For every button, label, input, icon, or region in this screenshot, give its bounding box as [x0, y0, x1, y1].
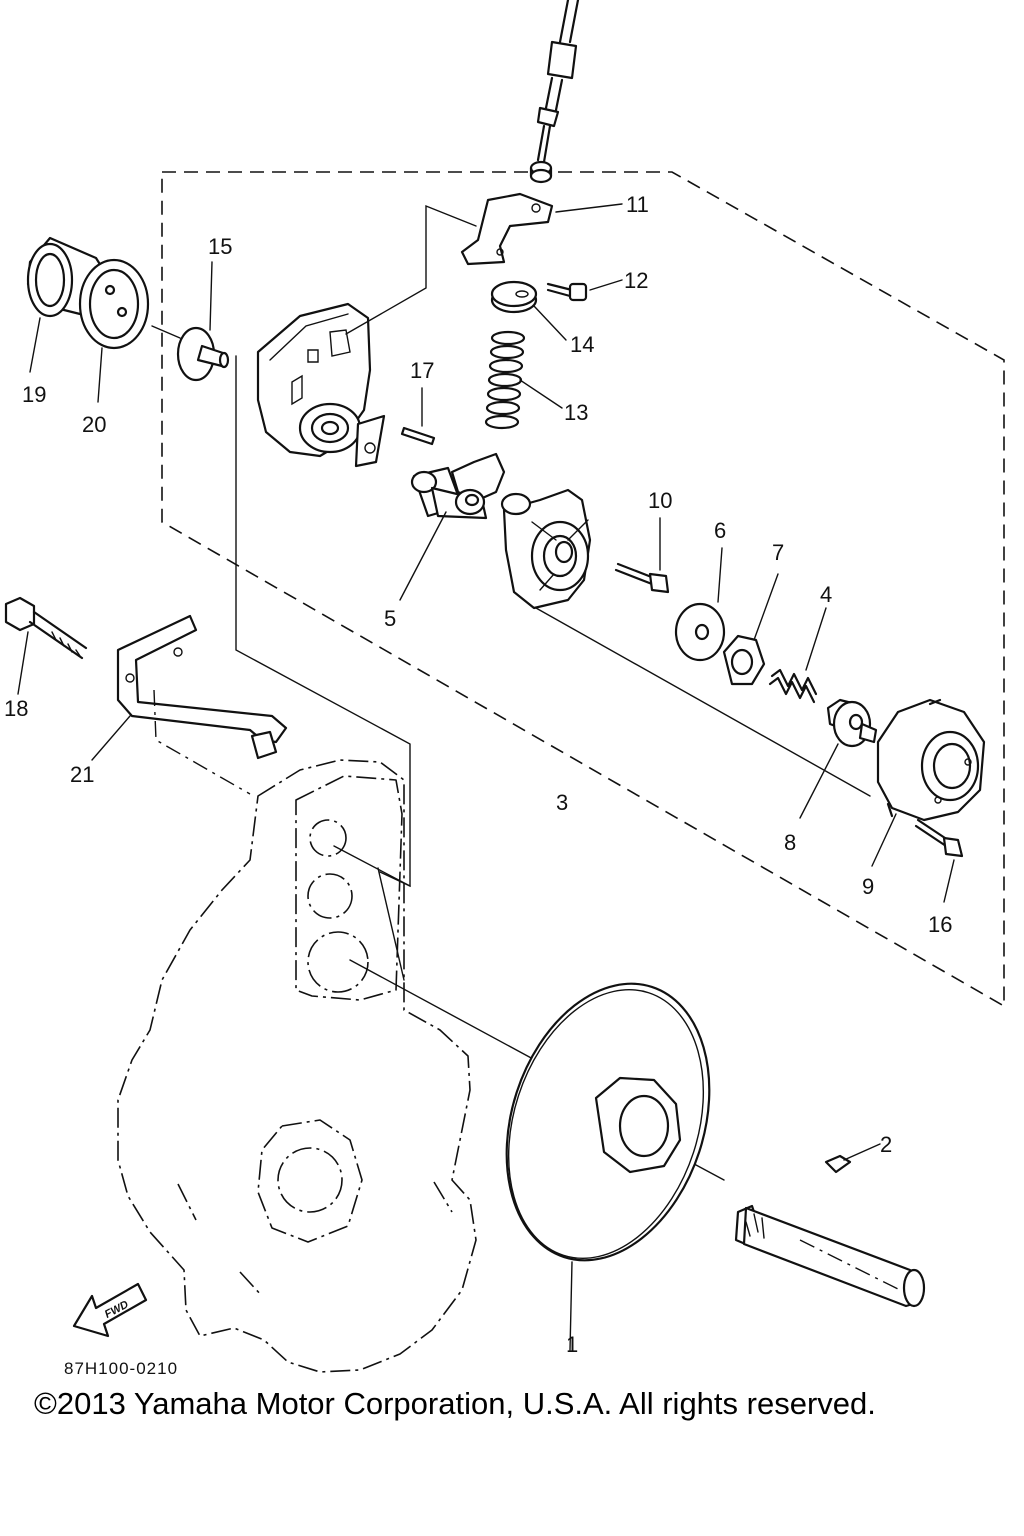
- label-4: 4: [820, 582, 832, 607]
- part-8-spindle: [799, 698, 878, 819]
- label-17: 17: [410, 358, 434, 383]
- label-10: 10: [648, 488, 672, 513]
- label-14: 14: [570, 332, 594, 357]
- label-8: 8: [784, 830, 796, 855]
- label-15: 15: [208, 234, 232, 259]
- part-4-spring: [768, 607, 827, 704]
- throttle-housing: [256, 302, 386, 468]
- label-11: 11: [626, 192, 649, 217]
- label-5: 5: [384, 606, 396, 631]
- part-6-washer: [674, 547, 726, 662]
- part-17-pin: [400, 387, 436, 446]
- fwd-arrow-icon: FWD: [72, 1282, 148, 1338]
- part-5-shaft-lever: [399, 452, 506, 601]
- part-7-cam: [722, 573, 779, 686]
- label-13: 13: [564, 400, 588, 425]
- label-6: 6: [714, 518, 726, 543]
- label-9: 9: [862, 874, 874, 899]
- label-16: 16: [928, 912, 952, 937]
- label-21: 21: [70, 762, 94, 787]
- label-20: 20: [82, 412, 106, 437]
- part-16-screw: [914, 818, 964, 903]
- throttle-cable: [529, 0, 580, 184]
- label-12: 12: [624, 268, 648, 293]
- part-9-cover: [871, 698, 986, 867]
- part-14-spring-seat: [490, 280, 567, 341]
- part-11-lever-bracket: [460, 192, 623, 266]
- assembly-boundary: [161, 171, 1005, 1008]
- part-labels: 1 2 3 4 5 6 7 8 9 10 11 12 13 14 15 16 1…: [4, 192, 952, 1357]
- pulley-housing: [500, 488, 871, 797]
- engine-case-outline: [117, 759, 477, 1373]
- part-15-diaphragm: [176, 261, 230, 382]
- part-12-screw: [546, 279, 623, 302]
- part-13-spring: [484, 330, 563, 430]
- drawing-code: 87H100-0210: [64, 1359, 178, 1378]
- label-2: 2: [880, 1132, 892, 1157]
- label-19: 19: [22, 382, 46, 407]
- part-21-bracket: [91, 614, 288, 795]
- part-18-bolt: [4, 596, 88, 695]
- part-1-sheave: [505, 982, 711, 1351]
- label-7: 7: [772, 540, 784, 565]
- label-3: 3: [556, 790, 568, 815]
- label-18: 18: [4, 696, 28, 721]
- copyright-text: ©2013 Yamaha Motor Corporation, U.S.A. A…: [34, 1386, 876, 1421]
- reference-lines-top: [151, 204, 477, 888]
- part-10-screw: [614, 517, 670, 594]
- part-19-20-cap: [26, 236, 150, 403]
- label-1: 1: [566, 1332, 578, 1357]
- drive-shaft: [734, 1143, 926, 1308]
